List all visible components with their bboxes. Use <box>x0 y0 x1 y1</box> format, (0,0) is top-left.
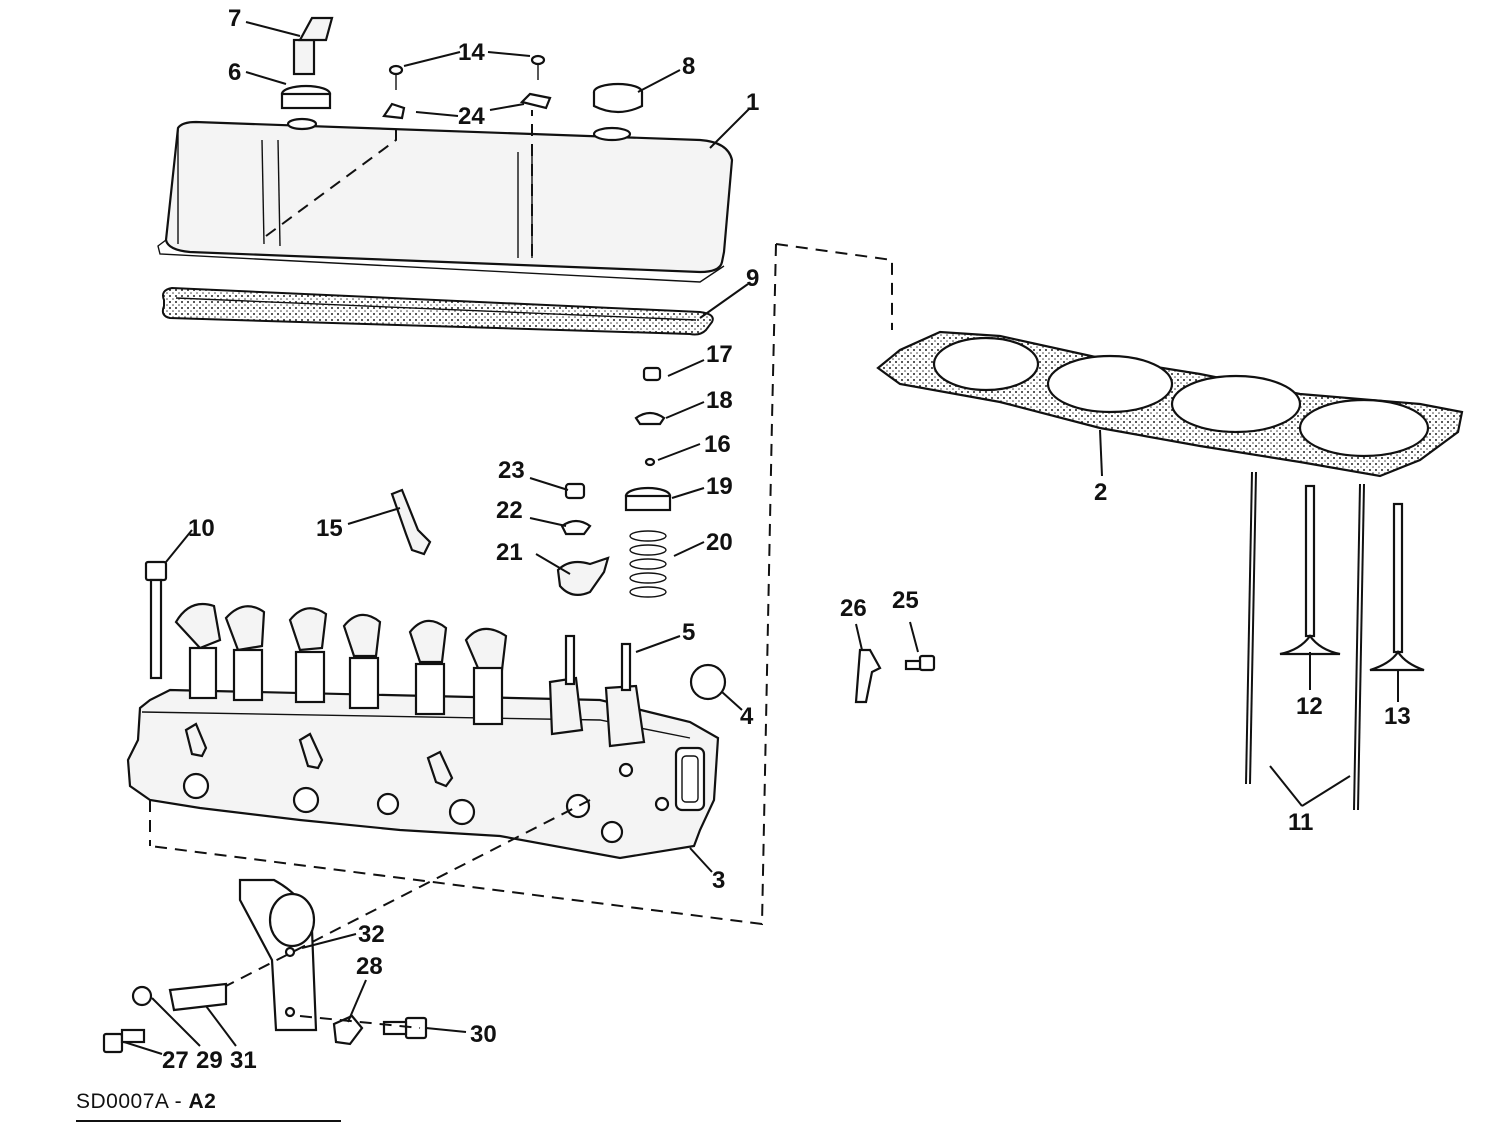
figure-code-suffix: A2 <box>188 1090 217 1113</box>
bolt-25 <box>904 654 936 672</box>
callout-10: 10 <box>188 515 215 542</box>
head-bolt <box>144 560 168 680</box>
cover-clip-left <box>382 102 406 120</box>
callout-3: 3 <box>712 867 725 894</box>
callout-8: 8 <box>682 53 695 80</box>
valve-springs-installed <box>188 646 646 748</box>
valve-cap <box>642 366 662 382</box>
rocker-arm <box>556 556 610 597</box>
intake-valve <box>1279 484 1341 656</box>
callout-20: 20 <box>706 529 733 556</box>
valve-retainer <box>634 411 666 426</box>
callout-18: 18 <box>706 387 733 414</box>
callout-26: 26 <box>840 595 867 622</box>
callout-14: 14 <box>458 39 485 66</box>
callout-30: 30 <box>470 1021 497 1048</box>
callout-29: 29 <box>196 1047 223 1074</box>
rocker-arms <box>174 602 508 672</box>
rocker-cover <box>157 117 734 283</box>
callout-15: 15 <box>316 515 343 542</box>
callout-16: 16 <box>704 431 731 458</box>
callout-4: 4 <box>740 703 754 730</box>
rocker-nut <box>564 482 586 500</box>
figure-code-id: SD0007A <box>76 1090 169 1113</box>
callout-17: 17 <box>706 341 733 368</box>
callout-12: 12 <box>1296 693 1323 720</box>
callout-32: 32 <box>358 921 385 948</box>
callout-28: 28 <box>356 953 383 980</box>
callout-31: 31 <box>230 1047 257 1074</box>
leader-lines <box>123 21 1399 1055</box>
valve-rotator <box>624 486 672 512</box>
callout-6: 6 <box>228 59 241 86</box>
valve-key <box>644 457 656 467</box>
callout-2: 2 <box>1094 479 1107 506</box>
callout-23: 23 <box>498 457 525 484</box>
callout-25: 25 <box>892 587 919 614</box>
callout-27: 27 <box>162 1047 189 1074</box>
dashed-line-head <box>149 243 777 926</box>
rocker-studs <box>564 634 632 692</box>
figure-code-separator: - <box>174 1090 183 1113</box>
figure-code: SD0007A - A2 <box>76 1090 216 1114</box>
footer-rule <box>76 1120 341 1122</box>
callout-19: 19 <box>706 473 733 500</box>
bolt-27 <box>102 1028 146 1054</box>
exhaust-valve <box>1369 502 1425 672</box>
nut-29 <box>131 985 153 1007</box>
spark-plug <box>390 488 432 556</box>
push-rods <box>1245 471 1365 811</box>
bracket-26 <box>854 648 882 704</box>
callout-7: 7 <box>228 5 241 32</box>
clip-31 <box>168 982 228 1012</box>
cylinder-head-gasket <box>876 330 1464 478</box>
callout-11: 11 <box>1288 809 1313 836</box>
pcv-elbow <box>292 16 334 76</box>
callout-9: 9 <box>746 265 759 292</box>
oil-filler-cap <box>592 82 644 114</box>
pcv-grommet <box>280 84 332 110</box>
rocker-ball-seat <box>560 519 592 536</box>
rocker-cover-gasket <box>161 286 714 336</box>
callout-1: 1 <box>746 89 759 116</box>
callout-labels: 1 2 3 4 5 6 7 8 9 10 11 12 13 14 15 16 1… <box>162 5 1411 1074</box>
cylinder-head <box>126 602 720 860</box>
callout-21: 21 <box>496 539 523 566</box>
cover-screw-right <box>530 54 546 80</box>
cover-screw-left <box>388 64 404 90</box>
dashed-line-gasket <box>775 243 893 330</box>
callout-24: 24 <box>458 103 485 130</box>
rocker-ball <box>689 663 727 701</box>
valve-spring <box>629 530 667 598</box>
callout-5: 5 <box>682 619 695 646</box>
cover-clip-right <box>519 92 552 110</box>
callout-13: 13 <box>1384 703 1411 730</box>
callout-22: 22 <box>496 497 523 524</box>
